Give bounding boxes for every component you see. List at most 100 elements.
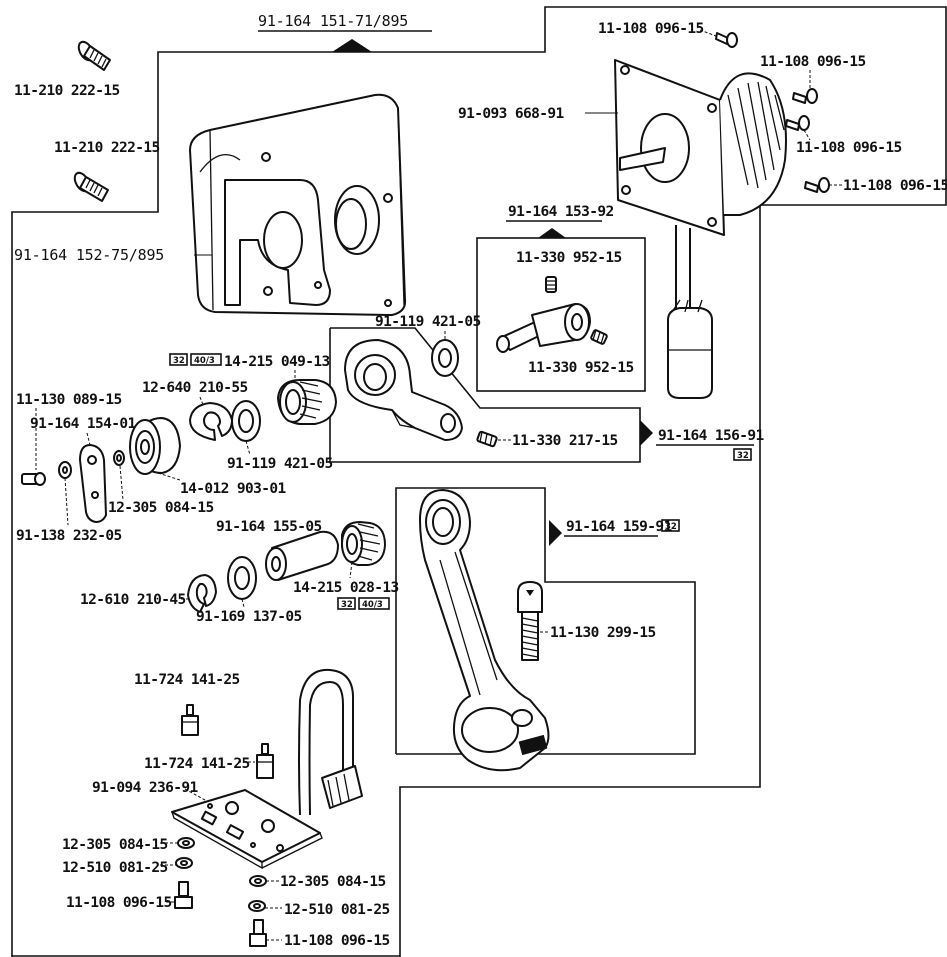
spacer-leader (64, 477, 69, 526)
pin-label: 91-164 155-05 (216, 519, 322, 535)
screw-left-icon (21, 472, 46, 486)
coupling-group-marker (538, 228, 566, 238)
crank-setscrew-icon (476, 430, 498, 448)
pcb-leader (184, 788, 206, 801)
screw-tl-1-icon (77, 40, 111, 71)
top-center-label: 91-164 151-71/895 (258, 12, 408, 30)
motor-label: 91-093 668-91 (458, 106, 565, 122)
standoff-1-icon (181, 704, 199, 736)
crank-setscrew-label: 11-330 217-15 (512, 433, 618, 449)
motor-screw-1-leader (699, 29, 717, 37)
needle-bearing-2-label: 14-215 028-13 (293, 580, 399, 596)
motor-screw-3-label: 11-108 096-15 (796, 140, 902, 156)
bearing-2-badges: 32 40/3 (337, 597, 390, 610)
spacer-icon (58, 461, 72, 479)
crank-group-box (329, 327, 641, 463)
top-center-marker (332, 39, 372, 52)
pcb-washer-r2-icon (248, 900, 266, 912)
bearing-badges: 32 40/3 (169, 353, 222, 366)
screw-tl-2-label: 11-210 222-15 (54, 140, 160, 156)
coupling-screw-1-icon (545, 276, 557, 293)
standoff-2-label: 11-724 141-25 (144, 756, 250, 772)
pcb-label: 91-094 236-91 (92, 780, 199, 796)
motor-screw-2-icon (792, 88, 818, 104)
washer-a-leader (245, 440, 251, 456)
screw-left-label: 11-130 089-15 (16, 392, 122, 408)
assembly-boundary (11, 6, 947, 957)
crank-icon (344, 339, 463, 441)
washer-c-label: 91-169 137-05 (196, 609, 302, 625)
coupling-icon (496, 303, 591, 353)
svg-text:40/3: 40/3 (362, 600, 383, 610)
svg-text:40/3: 40/3 (194, 356, 215, 366)
washer-b-leader (119, 465, 124, 501)
washer-c-icon (227, 556, 257, 600)
washer-c-leader (241, 598, 245, 608)
crank-washer-icon (431, 339, 459, 377)
pcb-cable-icon (298, 668, 363, 816)
pcb-washer-r2-label: 12-510 081-25 (284, 902, 390, 918)
washer-a-label: 91-119 421-05 (227, 456, 333, 472)
motor-screw-3-icon (785, 115, 810, 131)
crank-group-label: 91-164 156-91 (658, 428, 765, 444)
conrod-group-label: 91-164 159-91 (566, 519, 673, 535)
motor-icon (614, 59, 787, 399)
svg-text:32: 32 (737, 451, 749, 461)
retaining-ring-icon (189, 402, 233, 441)
standoff-2-icon (256, 743, 274, 779)
crank-group-marker (640, 420, 653, 446)
conrod-group-box (395, 487, 696, 755)
pcb-screw-l-icon (174, 881, 193, 909)
plate-leader (86, 432, 91, 446)
conrod-group-badge: 32 (661, 519, 680, 532)
pcb-icon (171, 789, 323, 870)
crank-group: 91-119 421-05 11-330 217-15 91-164 156-9… (329, 314, 765, 463)
ball-bearing-leader (157, 472, 181, 481)
pcb-washer-r1-label: 12-305 084-15 (280, 874, 386, 890)
conrod-group-marker (549, 520, 562, 546)
pcb-washer-r1-icon (249, 875, 267, 887)
coupling-screw-2-icon (590, 329, 608, 345)
pin-icon (265, 530, 339, 581)
coupling-group: 91-164 153-92 11-330 952-15 11-330 952-1… (476, 204, 646, 392)
motor-screw-4-label: 11-108 096-15 (843, 178, 947, 194)
washer-a-icon (231, 400, 261, 442)
motor-screw-1-label: 11-108 096-15 (598, 21, 704, 37)
needle-bearing-2-leader (349, 561, 353, 579)
plate-icon (79, 444, 107, 523)
pcb-screw-l-label: 11-108 096-15 (66, 895, 172, 911)
svg-text:32: 32 (173, 356, 185, 366)
motor-screw-3-leader (803, 129, 811, 141)
ball-bearing-icon (129, 417, 181, 475)
screw-tl-2-icon (73, 171, 109, 202)
crank-group-badge: 32 (733, 448, 752, 461)
pcb-washer-l1-label: 12-305 084-15 (62, 837, 168, 853)
circlip-label: 12-610 210-45 (80, 592, 186, 608)
coupling-group-label: 91-164 153-92 (508, 204, 614, 220)
pcb-screw-r-label: 11-108 096-15 (284, 933, 390, 949)
conrod-screw-label: 11-130 299-15 (550, 625, 656, 641)
motor-screw-1-icon (715, 32, 738, 48)
pcb-screw-r-icon (249, 919, 267, 947)
svg-text:32: 32 (665, 522, 677, 532)
coupling-group-box (476, 237, 646, 392)
washer-b-label: 12-305 084-15 (108, 500, 214, 516)
retaining-ring-label: 12-640 210-55 (142, 380, 248, 396)
svg-text:32: 32 (341, 600, 353, 610)
pcb-washer-l2-label: 12-510 081-25 (62, 860, 168, 876)
standoff-1-label: 11-724 141-25 (134, 672, 240, 688)
top-center-group: 91-164 151-71/895 (258, 12, 432, 52)
bracket-label: 91-164 152-75/895 (14, 246, 164, 264)
needle-bearing-label: 14-215 049-13 (224, 354, 330, 370)
washer-b-icon (113, 450, 125, 466)
spacer-label: 91-138 232-05 (16, 528, 122, 544)
screw-tl-1-label: 11-210 222-15 (14, 83, 120, 99)
pcb-washer-l1-icon (177, 837, 195, 849)
plate-label: 91-164 154-01 (30, 416, 137, 432)
pcb-washer-l2-icon (175, 857, 193, 869)
motor-screw-2-label: 11-108 096-15 (760, 54, 866, 70)
needle-bearing-icon (277, 379, 337, 425)
coupling-screw-2-label: 11-330 952-15 (528, 360, 634, 376)
